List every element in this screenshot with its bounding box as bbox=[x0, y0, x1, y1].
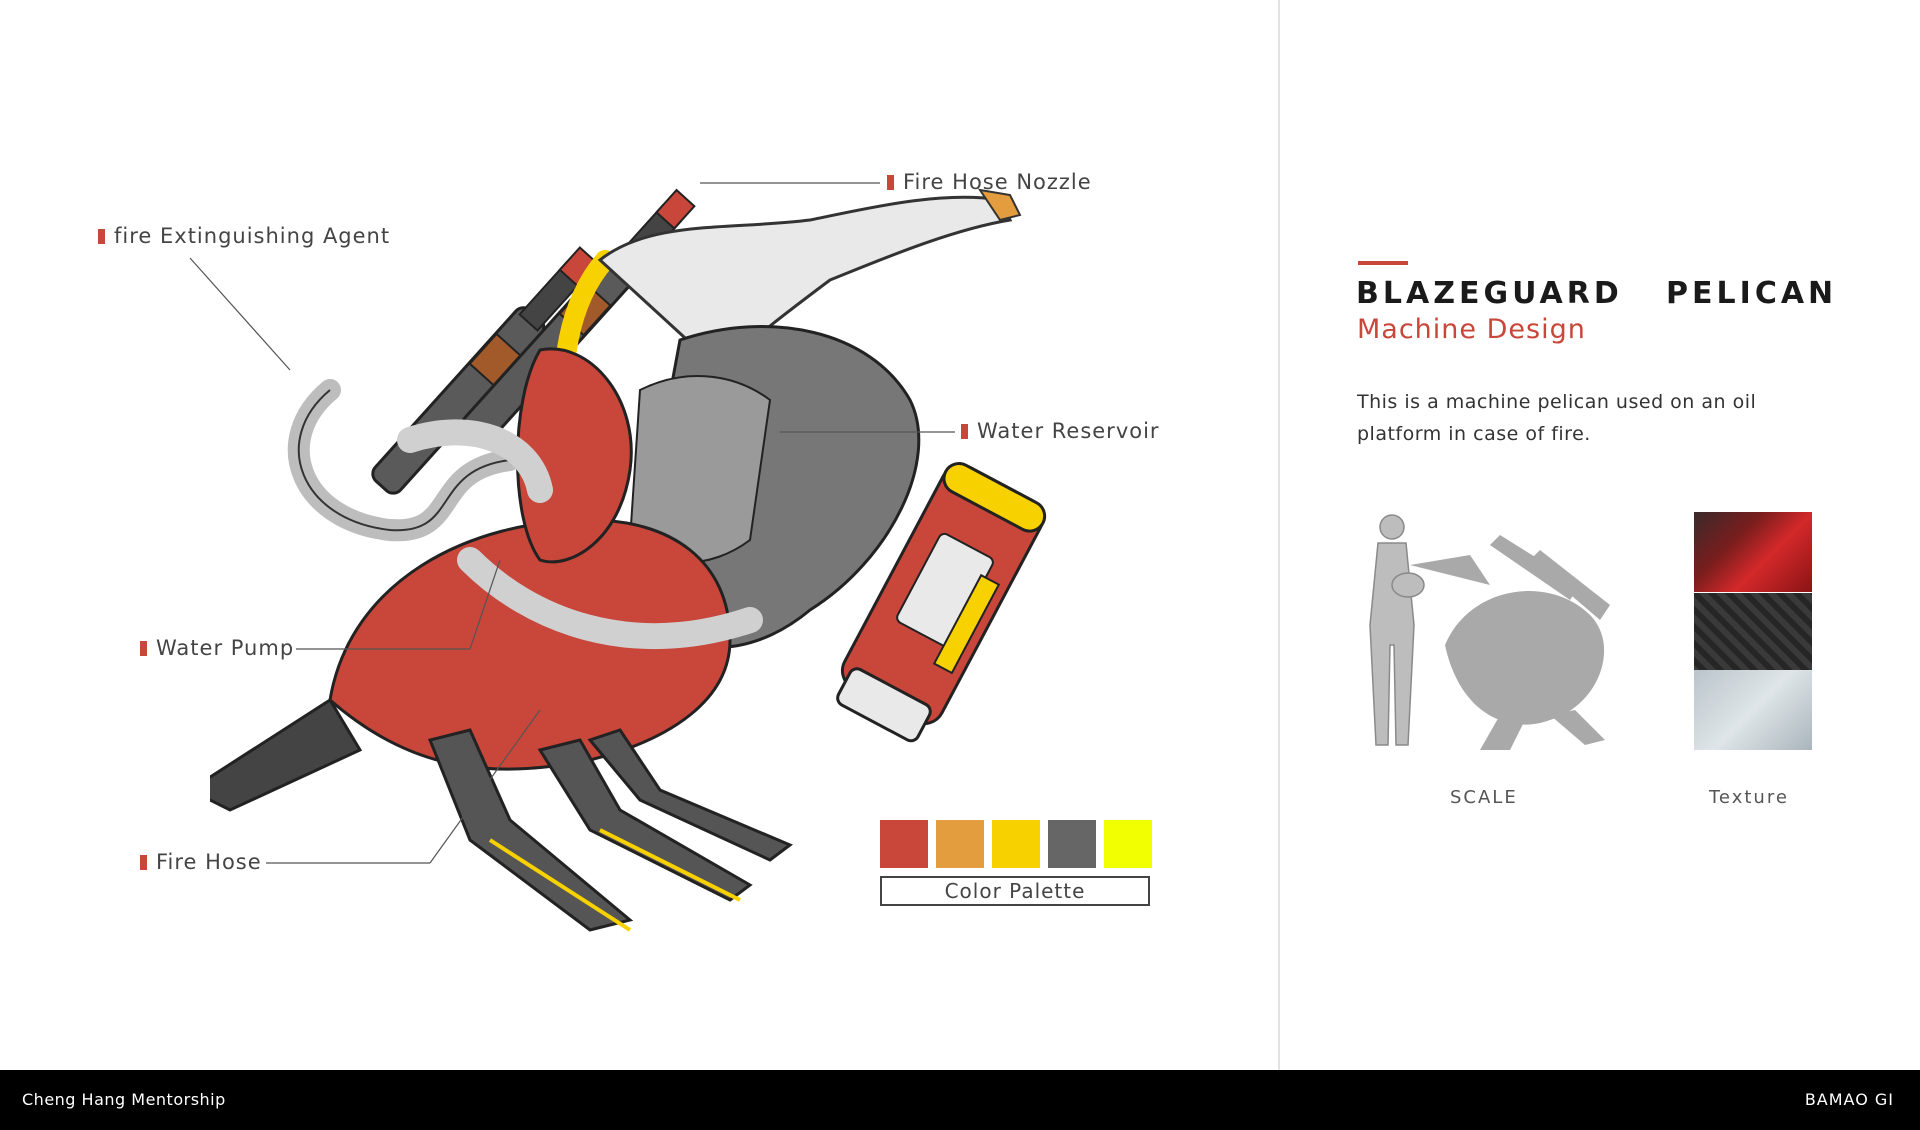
palette-swatch-red bbox=[880, 820, 928, 868]
design-title: BLAZEGUARD PELICAN bbox=[1356, 276, 1838, 311]
callout-marker bbox=[961, 423, 968, 439]
palette-swatch-lime bbox=[1104, 820, 1152, 868]
callout-marker bbox=[887, 174, 894, 190]
callout-fire-hose: Fire Hose bbox=[140, 850, 262, 874]
callout-fire-hose-nozzle: Fire Hose Nozzle bbox=[887, 170, 1092, 194]
design-description: This is a machine pelican used on an oil… bbox=[1357, 391, 1757, 445]
callout-label: Fire Hose bbox=[156, 850, 262, 874]
callout-fire-extinguishing-agent: fire Extinguishing Agent bbox=[98, 224, 390, 248]
scale-comparison bbox=[1369, 514, 1610, 750]
title-accent-bar bbox=[1358, 261, 1408, 265]
scale-caption: SCALE bbox=[1450, 787, 1518, 808]
callout-label: Fire Hose Nozzle bbox=[903, 170, 1092, 194]
texture-dark-mesh bbox=[1694, 593, 1812, 673]
callout-label: fire Extinguishing Agent bbox=[114, 224, 391, 248]
palette-swatch-orange bbox=[936, 820, 984, 868]
palette-label: Color Palette bbox=[880, 876, 1150, 906]
panel-divider bbox=[1278, 0, 1280, 1070]
texture-red-paint bbox=[1694, 512, 1812, 592]
palette-swatch-grey bbox=[1048, 820, 1096, 868]
callout-label: Water Reservoir bbox=[977, 419, 1160, 443]
palette-swatch-yellow bbox=[992, 820, 1040, 868]
footer-artist: BAMAO GI bbox=[1804, 1090, 1894, 1109]
texture-brushed-metal bbox=[1694, 670, 1812, 750]
callout-water-pump: Water Pump bbox=[140, 636, 294, 660]
callout-marker bbox=[140, 854, 147, 870]
callout-marker bbox=[140, 640, 147, 656]
callout-label: Water Pump bbox=[156, 636, 295, 660]
pelican-illustration bbox=[210, 188, 1047, 932]
footer-bar bbox=[0, 1070, 1920, 1130]
callout-marker bbox=[98, 228, 105, 244]
footer-credit: Cheng Hang Mentorship bbox=[22, 1090, 226, 1109]
design-subtitle: Machine Design bbox=[1357, 314, 1586, 345]
callout-water-reservoir: Water Reservoir bbox=[961, 419, 1160, 443]
texture-caption: Texture bbox=[1709, 787, 1789, 808]
